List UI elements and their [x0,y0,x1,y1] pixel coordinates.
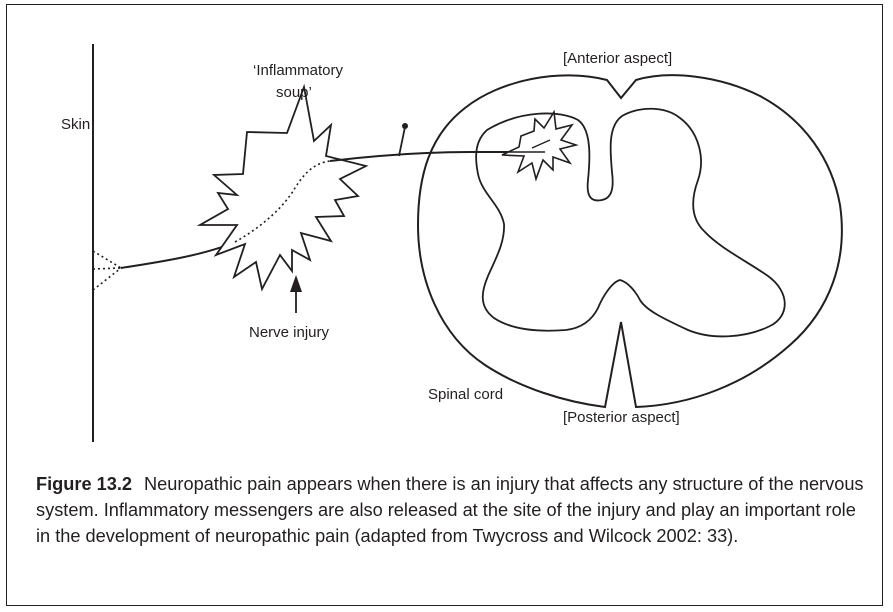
posterior-aspect-label: [Posterior aspect] [563,409,680,426]
nerve-injury-label: Nerve injury [249,324,330,341]
spinal-cord-outline [418,75,842,407]
nerve-injury-arrowhead [290,275,302,292]
spinal-cord-label: Spinal cord [428,386,503,403]
dorsal-root-ganglion-stalk [399,127,405,156]
skin-label: Skin [61,116,90,133]
anterior-aspect-label: [Anterior aspect] [563,50,672,67]
nerve-endings [93,251,121,290]
caption-text: Neuropathic pain appears when there is a… [36,474,864,546]
dorsal-root-ganglion [402,123,408,129]
inflammatory-soup-label-2: soup’ [276,84,312,101]
inflammatory-soup-label-1: ‘Inflammatory [253,62,344,79]
figure-label: Figure 13.2 [36,474,132,494]
inflammatory-soup-shape [200,87,366,289]
neuropathic-pain-diagram: Skin ‘Inflammatory soup’ Nerve injury [A… [0,0,893,460]
